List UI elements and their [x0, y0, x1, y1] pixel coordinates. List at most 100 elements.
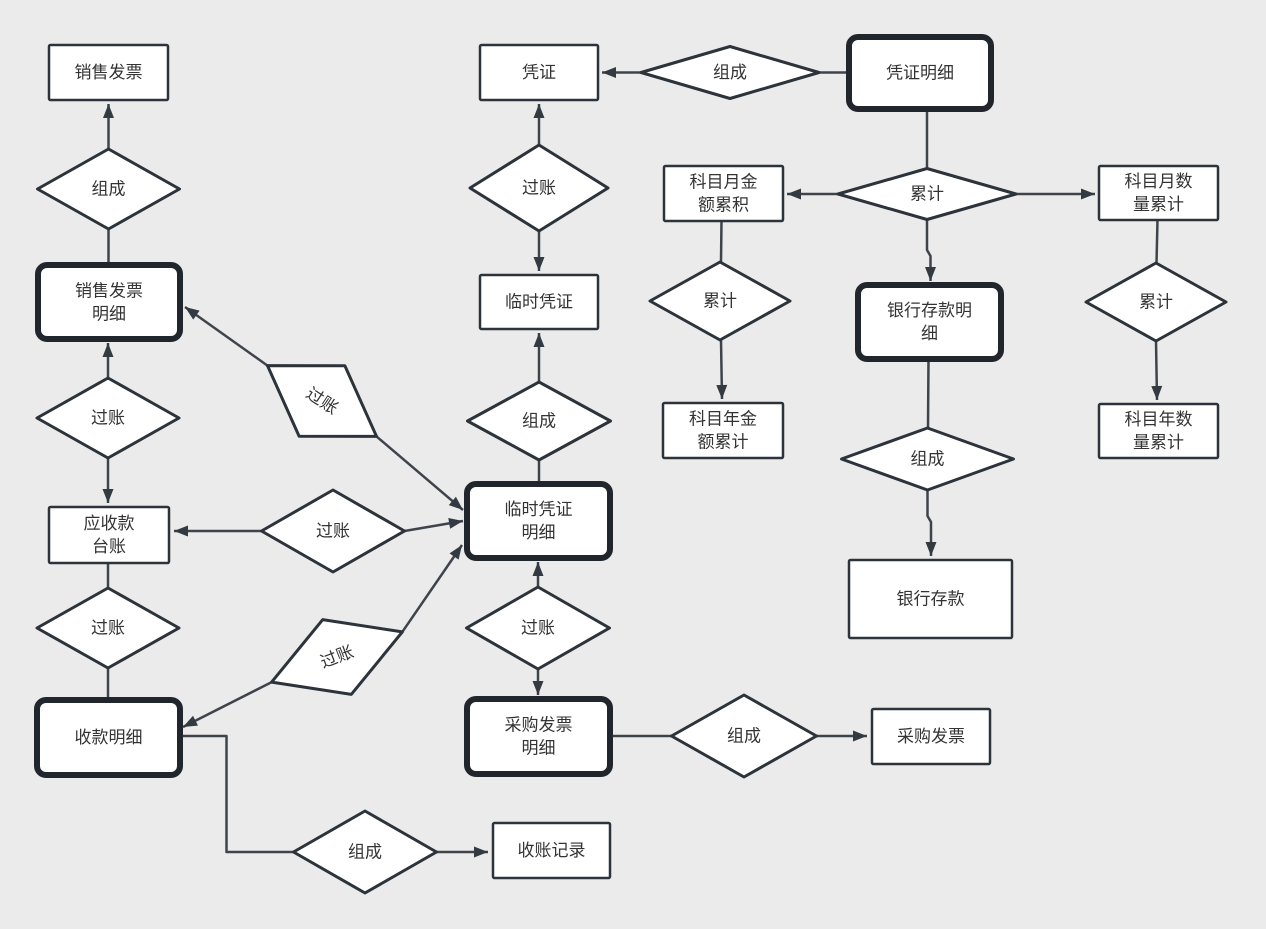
- post-temp-to-sales-detail-diamond: 过账: [265, 364, 379, 438]
- connector-arrow: [1151, 340, 1163, 401]
- entity-label: 明细: [522, 739, 556, 758]
- connector-accumulate-voucher-detail: [787, 109, 1095, 281]
- entity-label: 采购发票: [505, 716, 573, 735]
- entity-box: [478, 43, 600, 102]
- diamond-shape: [35, 586, 181, 670]
- connector-arrow: [182, 680, 273, 729]
- entity-label: 额累计: [698, 433, 749, 452]
- relation-label: 过账: [91, 619, 125, 638]
- entity-label: 销售发票: [75, 63, 143, 82]
- entity-label: 采购发票: [897, 727, 965, 746]
- entity-label: 台账: [92, 537, 126, 556]
- entity-subject-year-amount: 科目年金 额累计: [661, 401, 785, 460]
- diamond-shape: [270, 618, 404, 696]
- accumulate-voucher-detail-diamond: 累计: [836, 167, 1018, 221]
- diamond-shape: [639, 45, 821, 100]
- connector-post-temp-to-receipt: [182, 544, 464, 729]
- connector-line: [180, 734, 294, 854]
- post-temp-to-receipt-diamond: 过账: [270, 618, 404, 696]
- accumulate-month-amount-diamond: 累计: [648, 260, 792, 342]
- post-temp-to-receivable-diamond: 过账: [260, 488, 406, 574]
- entity-label: 科目月金: [690, 173, 758, 192]
- post-purchase-detail-diamond: 过账: [465, 585, 611, 671]
- entity-label: 科目年金: [689, 410, 757, 429]
- relation-label: 组成: [522, 412, 556, 431]
- connector-accumulate-month-amount: [716, 220, 728, 400]
- accumulate-month-qty-diamond: 累计: [1084, 261, 1228, 343]
- diamond-shape: [265, 364, 379, 438]
- entity-purchase-invoice: 采购发票: [870, 707, 992, 766]
- entity-box: [661, 401, 785, 460]
- relation-label: 累计: [703, 292, 737, 311]
- entity-box: [847, 558, 1014, 640]
- entity-sales-invoice: 销售发票: [47, 43, 170, 102]
- relation-label: 累计: [910, 185, 944, 204]
- connector-line: [719, 220, 723, 263]
- relation-label: 组成: [348, 843, 382, 862]
- connector-arrow: [184, 305, 269, 367]
- connector-line: [926, 358, 930, 429]
- compose-bank-deposit-diamond: 组成: [840, 426, 1015, 492]
- entity-subject-month-qty: 科目月数 量累计: [1097, 164, 1220, 222]
- diamond-shape: [466, 380, 612, 462]
- compose-purchase-invoice-diamond: 组成: [670, 693, 818, 779]
- entity-box: [47, 505, 171, 565]
- entity-box: [47, 43, 170, 102]
- entity-box: [464, 696, 613, 777]
- entity-subject-month-amount: 科目月金 额累积: [662, 164, 785, 223]
- relation-label: 组成: [92, 180, 126, 199]
- connector-compose-receipt-record: [180, 734, 488, 858]
- entity-label: 临时凭证: [505, 293, 573, 312]
- diamond-shape: [36, 147, 181, 231]
- compose-receipt-record-diamond: 组成: [292, 809, 438, 895]
- connector-arrow: [401, 544, 464, 633]
- connector-post-temp-to-sales-detail: [184, 305, 464, 511]
- connector-arrow: [925, 490, 937, 556]
- entity-label: 明细: [522, 523, 556, 542]
- entity-label: 银行存款明: [887, 301, 972, 320]
- post-voucher-diamond: 过账: [468, 143, 610, 233]
- entity-box: [491, 821, 612, 880]
- diamond-shape: [292, 809, 438, 895]
- diamond-shape: [260, 488, 406, 574]
- entity-label: 收账记录: [518, 841, 586, 860]
- entity-sales-invoice-detail: 销售发票 明细: [35, 262, 183, 342]
- entity-label: 量累计: [1133, 195, 1184, 214]
- relation-label: 过账: [91, 409, 125, 428]
- diamond-shape: [468, 143, 610, 233]
- entity-temp-voucher-detail: 临时凭证 明细: [464, 481, 613, 561]
- diamond-shape: [670, 693, 818, 779]
- relation-label: 组成: [727, 727, 761, 746]
- entity-receivable-ledger: 应收款 台账: [47, 505, 171, 565]
- entity-subject-year-qty: 科目年数 量累计: [1097, 402, 1220, 460]
- relation-label: 累计: [1139, 293, 1173, 312]
- entity-temp-voucher: 临时凭证: [478, 273, 600, 331]
- relation-label: 过账: [521, 619, 555, 638]
- entity-label: 临时凭证: [505, 500, 573, 519]
- entity-voucher: 凭证: [478, 43, 600, 102]
- connector-arrow: [716, 339, 728, 400]
- entity-label: 量累计: [1133, 433, 1184, 452]
- diamond-shape: [836, 167, 1018, 221]
- connector-arrow: [404, 517, 464, 533]
- connector-arrow: [925, 219, 936, 281]
- entity-purchase-invoice-detail: 采购发票 明细: [464, 696, 613, 777]
- connector-arrow: [375, 435, 464, 511]
- entity-label: 细: [921, 324, 938, 343]
- diamond-shape: [465, 585, 611, 671]
- connector-line: [1155, 219, 1159, 264]
- relation-label: 组成: [713, 63, 747, 82]
- entity-box: [1097, 402, 1220, 460]
- entity-label: 额累积: [698, 196, 749, 215]
- entity-label: 收款明细: [75, 728, 143, 747]
- entity-bank-deposit: 银行存款: [847, 558, 1014, 640]
- entity-box: [662, 164, 785, 223]
- entity-label: 银行存款: [897, 590, 965, 609]
- entity-label: 应收款: [84, 514, 135, 533]
- entity-box: [34, 697, 183, 778]
- entity-receipt-detail: 收款明细: [34, 697, 183, 778]
- entity-box: [1097, 164, 1220, 222]
- compose-sales-invoice-diamond: 组成: [36, 147, 181, 231]
